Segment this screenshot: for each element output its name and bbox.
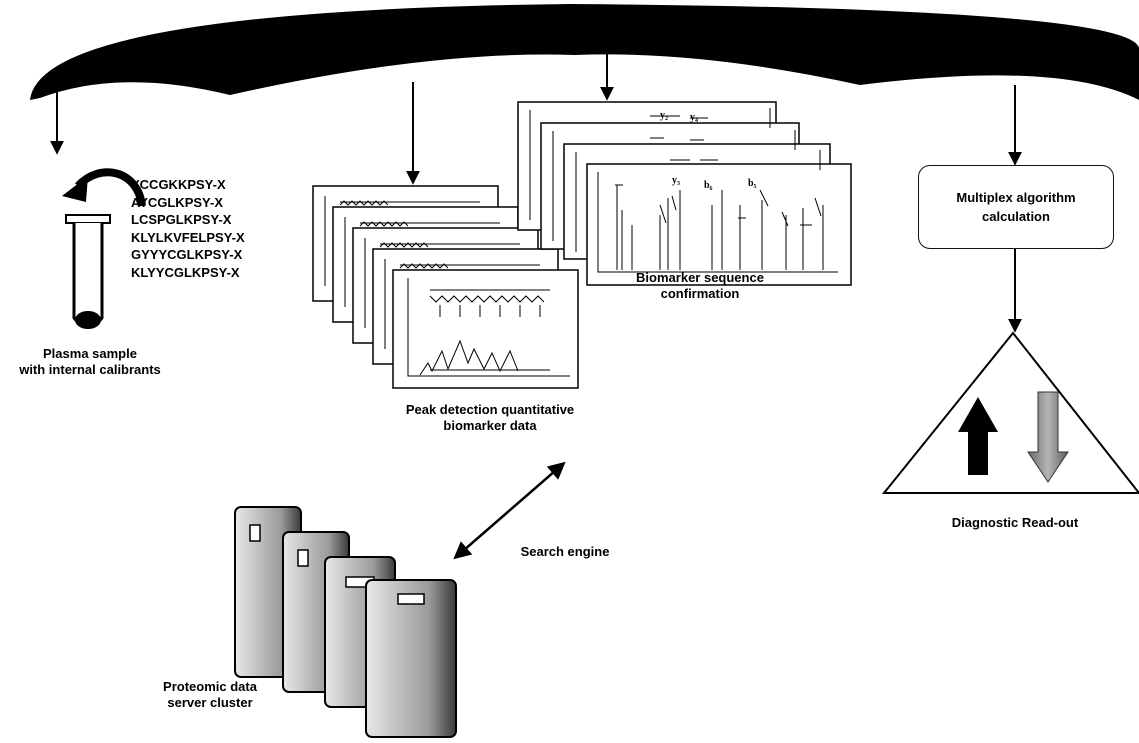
sequence-item: YCCGKKPSY-X: [131, 176, 245, 194]
sequence-item: KLYLKVFELPSY-X: [131, 229, 245, 247]
peak-label-y4: y₄: [690, 112, 698, 123]
sequence-confirmation-label: Biomarker sequence confirmation: [600, 270, 800, 302]
plasma-sample-label-line2: with internal calibrants: [0, 362, 180, 378]
peak-label-y2: y₂: [660, 110, 668, 121]
algorithm-label-line2: calculation: [982, 209, 1050, 224]
plasma-sample-label-line1: Plasma sample: [0, 346, 180, 362]
server-cluster-label-line1: Proteomic data: [140, 679, 280, 695]
test-tube-icon: [66, 215, 110, 329]
sequence-confirmation-label-line1: Biomarker sequence: [600, 270, 800, 286]
calibrant-sequence-list: YCCGKKPSY-X AYCGLKPSY-X LCSPGLKPSY-X KLY…: [131, 176, 245, 281]
algorithm-box: Multiplex algorithm calculation: [918, 165, 1114, 249]
algorithm-label-line1: Multiplex algorithm: [956, 190, 1075, 205]
sequence-confirmation-label-line2: confirmation: [600, 286, 800, 302]
algorithm-label: Multiplex algorithm calculation: [956, 188, 1075, 226]
workflow-arc: [30, 4, 1139, 100]
sequence-item: LCSPGLKPSY-X: [131, 211, 245, 229]
server-cluster-label: Proteomic data server cluster: [140, 679, 280, 711]
peak-detection-label-line1: Peak detection quantitative: [365, 402, 615, 418]
sequence-item: KLYYCGLKPSY-X: [131, 264, 245, 282]
server-cluster-label-line2: server cluster: [140, 695, 280, 711]
readout-triangle: [884, 333, 1139, 493]
peak-label-y3: y₃: [672, 175, 680, 186]
peak-label-b5: b₅: [748, 178, 757, 189]
search-engine-label: Search engine: [510, 544, 620, 560]
peak-label-b6: b₆: [704, 180, 713, 191]
readout-label: Diagnostic Read-out: [925, 515, 1105, 531]
plasma-sample-label: Plasma sample with internal calibrants: [0, 346, 180, 378]
peak-detection-label: Peak detection quantitative biomarker da…: [365, 402, 615, 434]
peak-detection-label-line2: biomarker data: [365, 418, 615, 434]
sequence-confirmation-stack: y₃ b₆ b₅ y₂ y₄: [518, 102, 851, 285]
sequence-item: AYCGLKPSY-X: [131, 194, 245, 212]
sequence-item: GYYYCGLKPSY-X: [131, 246, 245, 264]
